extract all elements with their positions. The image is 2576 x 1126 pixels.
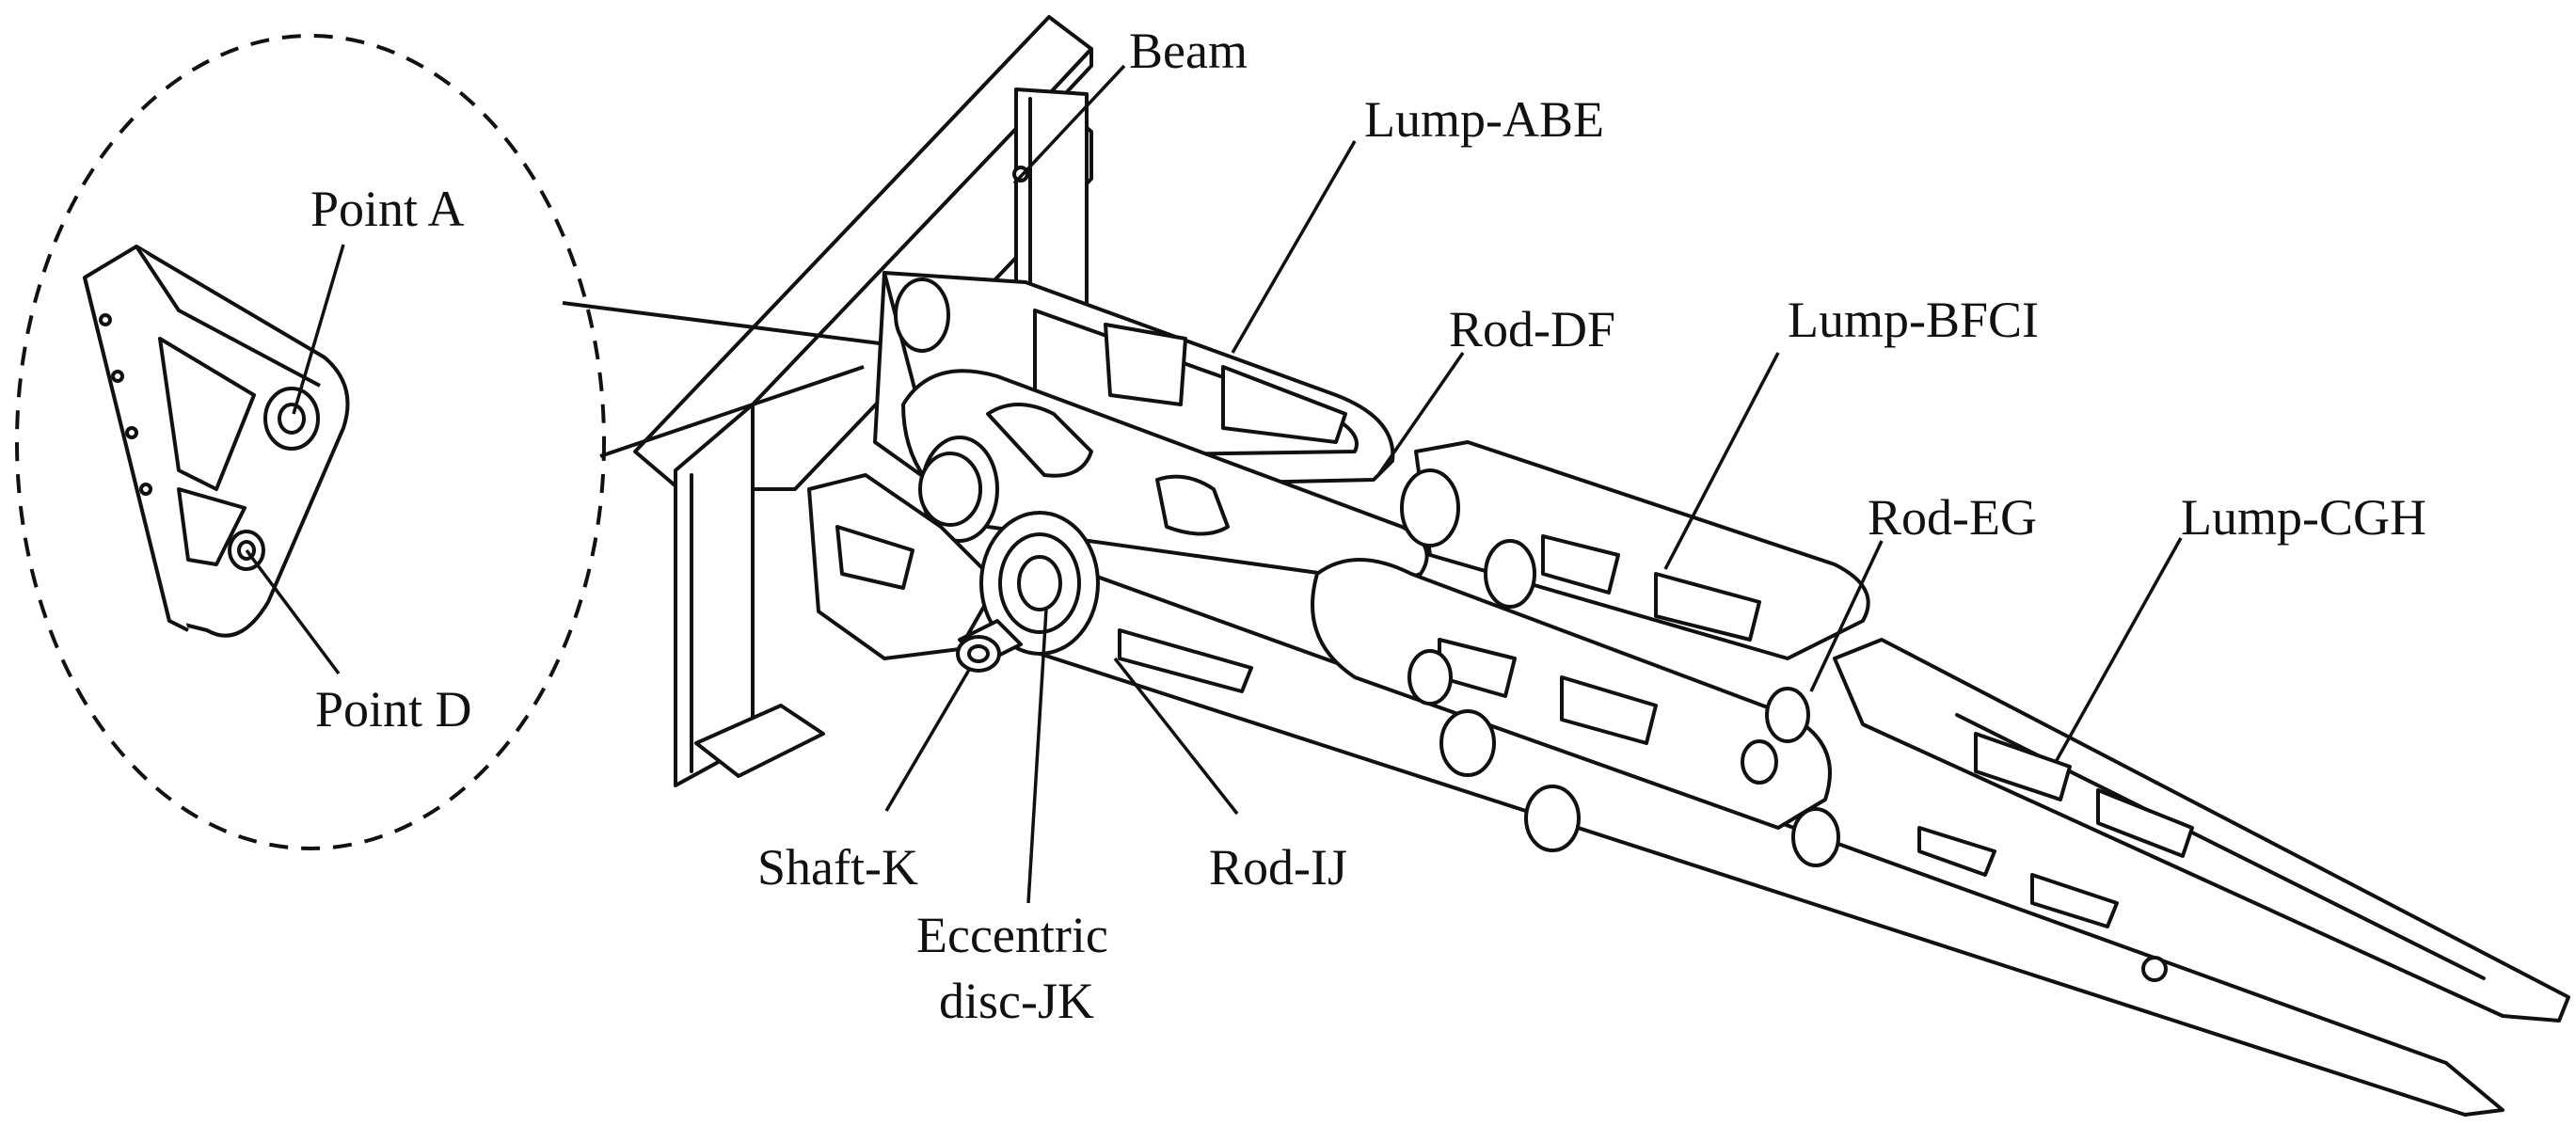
detail-bracket-part: [83, 245, 350, 638]
label-eccentric-line1: Eccentric: [916, 907, 1108, 963]
label-lump-bfci: Lump-BFCI: [1788, 292, 2039, 348]
detail-callout-ellipse: [15, 34, 606, 850]
label-lump-abe: Lump-ABE: [1364, 91, 1604, 148]
label-eccentric-line2: disc-JK: [939, 973, 1094, 1029]
bearing-part: [918, 452, 982, 527]
leader-lines: [245, 64, 2183, 904]
detail-connector-lower: [599, 365, 865, 458]
shaft-k-part: [956, 619, 1023, 673]
eccentric-disc-part: [979, 511, 1100, 656]
label-lump-cgh: Lump-CGH: [2181, 489, 2426, 546]
lump-bfci-part: [1400, 440, 1870, 660]
labels: Beam Lump-ABE Rod-DF Lump-BFCI Rod-EG Lu…: [310, 23, 2426, 1029]
label-rod-df: Rod-DF: [1449, 301, 1615, 357]
rod-eg-part: [1311, 558, 1840, 867]
label-rod-eg: Rod-EG: [1868, 489, 2037, 546]
label-shaft-k: Shaft-K: [757, 839, 918, 896]
label-point-d: Point D: [315, 681, 472, 737]
label-point-a: Point A: [310, 181, 465, 237]
label-rod-ij: Rod-IJ: [1209, 839, 1347, 896]
detail-connector-upper: [562, 301, 881, 345]
label-beam: Beam: [1129, 23, 1248, 79]
lump-cgh-part: [1833, 638, 2570, 1023]
